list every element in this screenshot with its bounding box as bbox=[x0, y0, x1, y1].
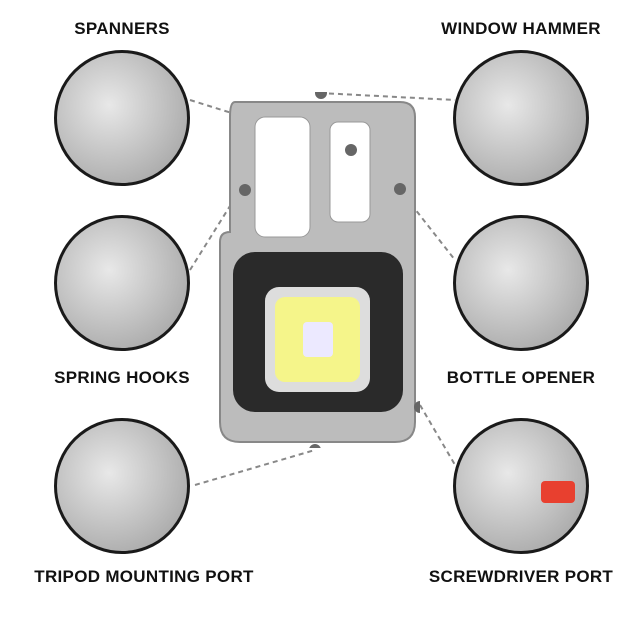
tripod-port-image bbox=[54, 418, 190, 554]
product-keychain-light bbox=[215, 87, 426, 456]
screwdriver-port-image bbox=[453, 418, 589, 554]
label-screwdriver-port: SCREWDRIVER PORT bbox=[428, 567, 614, 586]
window-hammer-image bbox=[453, 50, 589, 186]
spanners-image bbox=[54, 50, 190, 186]
bottle-opener-image bbox=[453, 215, 589, 351]
product-illustration bbox=[219, 87, 426, 456]
red-button bbox=[541, 481, 575, 503]
label-tripod-mounting-port: TRIPOD MOUNTING PORT bbox=[34, 567, 254, 586]
label-bottle-opener: BOTTLE OPENER bbox=[446, 368, 596, 387]
label-spring-hooks: SPRING HOOKS bbox=[54, 368, 190, 387]
label-window-hammer: WINDOW HAMMER bbox=[441, 19, 601, 38]
spring-hooks-image bbox=[54, 215, 190, 351]
label-spanners: SPANNERS bbox=[74, 19, 170, 38]
